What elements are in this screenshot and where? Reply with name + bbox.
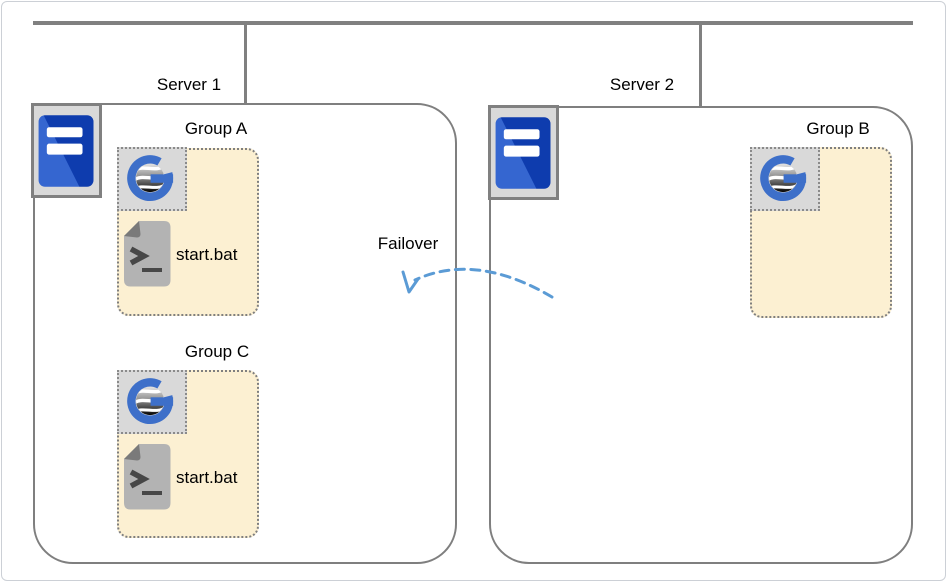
server1-tower-icon [31, 103, 102, 198]
server2-drop-line [699, 21, 702, 107]
g-logo-icon [752, 149, 818, 209]
failover-arrow [401, 267, 554, 299]
group-c-label: Group C [184, 342, 250, 361]
server-tower-icon [495, 116, 551, 189]
g-logo-icon [119, 372, 185, 432]
failover-label: Failover [377, 234, 439, 253]
batch-file-icon [124, 221, 171, 287]
network-bus-line [33, 21, 913, 25]
group-a-batch-file-icon [124, 221, 171, 287]
server1-drop-line [244, 21, 247, 104]
group-c-batch-file-icon [124, 444, 171, 510]
g-logo-icon [119, 149, 185, 209]
server1-label: Server 1 [156, 75, 222, 94]
server-tower-icon [38, 114, 94, 187]
group-a-script-label: start.bat [176, 245, 238, 264]
arrowhead-icon [401, 270, 420, 294]
server2-tower-icon [488, 105, 559, 200]
group-b-app-icon-box [750, 147, 820, 211]
server2-label: Server 2 [609, 75, 675, 94]
group-c-script-label: start.bat [176, 468, 238, 487]
group-b-label: Group B [806, 119, 870, 138]
group-a-label: Group A [184, 119, 248, 138]
batch-file-icon [124, 444, 171, 510]
group-c-app-icon-box [117, 370, 187, 434]
group-a-app-icon-box [117, 147, 187, 211]
